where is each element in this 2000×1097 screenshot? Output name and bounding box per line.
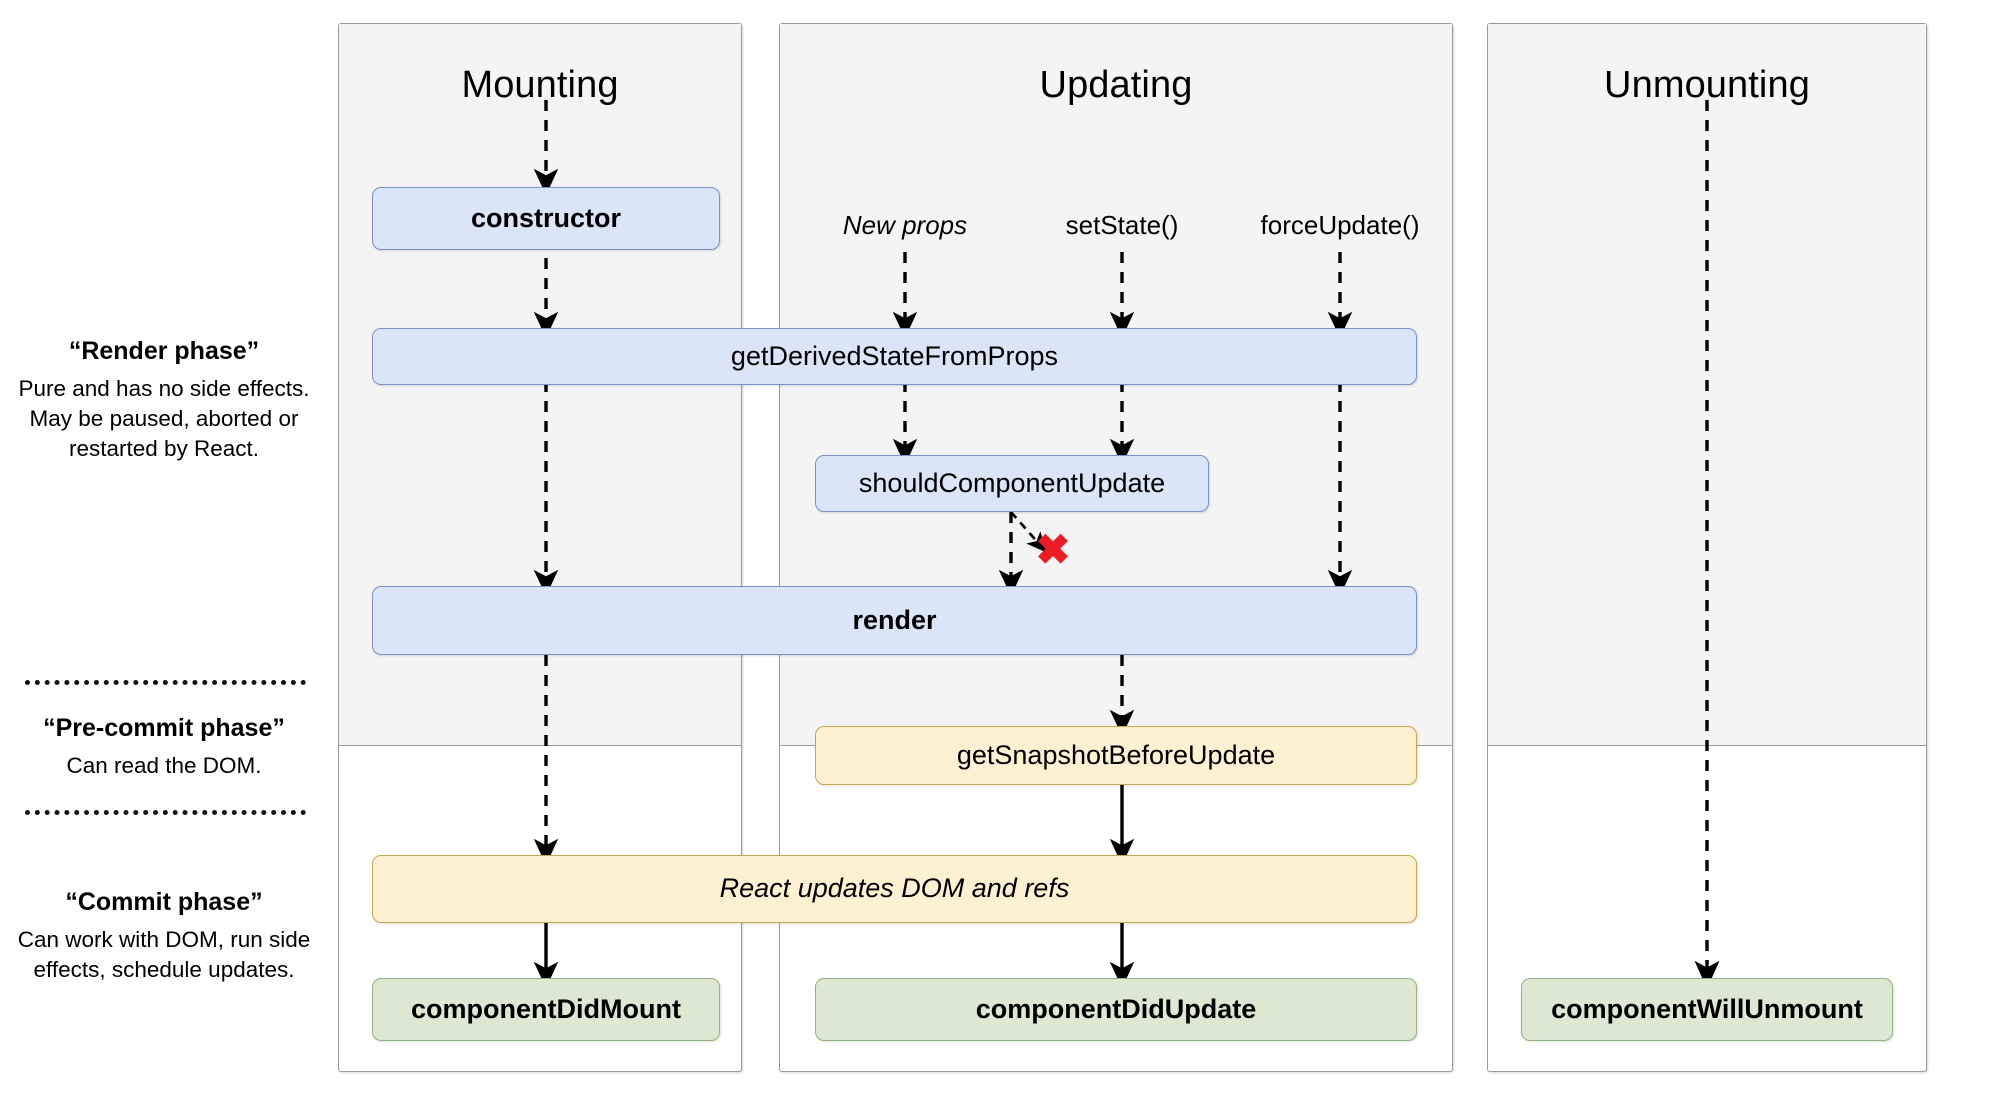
phase-divider-top	[25, 680, 306, 685]
lifecycle-box-get-derived-state-from-props[interactable]: getDerivedStateFromProps	[372, 328, 1417, 385]
lifecycle-box-react-updates-dom-and-refs[interactable]: React updates DOM and refs	[372, 855, 1417, 923]
legend-render-phase-title: “Render phase”	[68, 337, 260, 365]
legend-render-phase: “Render phase” Pure and has no side effe…	[14, 337, 314, 464]
skip-render-x-icon: ✖	[1035, 526, 1071, 573]
lifecycle-box-component-will-unmount[interactable]: componentWillUnmount	[1521, 978, 1893, 1041]
legend-pre-commit-phase: “Pre-commit phase” Can read the DOM.	[14, 714, 314, 781]
column-title-updating: Updating	[1039, 64, 1193, 106]
trigger-label-set-state: setState()	[1065, 210, 1179, 240]
legend-pre-commit-phase-body: Can read the DOM.	[66, 753, 262, 778]
legend-commit-phase: “Commit phase” Can work with DOM, run si…	[14, 888, 314, 985]
unmounting-render-band	[1488, 24, 1926, 746]
lifecycle-box-get-snapshot-before-update[interactable]: getSnapshotBeforeUpdate	[815, 726, 1417, 785]
column-unmounting: Unmounting	[1487, 23, 1927, 1072]
column-title-mounting: Mounting	[461, 64, 619, 106]
lifecycle-box-component-did-mount[interactable]: componentDidMount	[372, 978, 720, 1041]
trigger-label-force-update: forceUpdate()	[1260, 210, 1420, 240]
legend-commit-phase-body: Can work with DOM, run side effects, sch…	[17, 927, 311, 982]
lifecycle-box-render[interactable]: render	[372, 586, 1417, 655]
trigger-label-new-props: New props	[842, 210, 968, 240]
lifecycle-box-component-did-update[interactable]: componentDidUpdate	[815, 978, 1417, 1041]
legend-commit-phase-title: “Commit phase”	[65, 888, 263, 916]
lifecycle-box-should-component-update[interactable]: shouldComponentUpdate	[815, 455, 1209, 512]
lifecycle-box-constructor[interactable]: constructor	[372, 187, 720, 250]
legend-pre-commit-phase-title: “Pre-commit phase”	[43, 714, 285, 742]
phase-divider-bottom	[25, 810, 306, 815]
column-title-unmounting: Unmounting	[1604, 64, 1810, 106]
legend-render-phase-body: Pure and has no side effects. May be pau…	[18, 376, 310, 461]
